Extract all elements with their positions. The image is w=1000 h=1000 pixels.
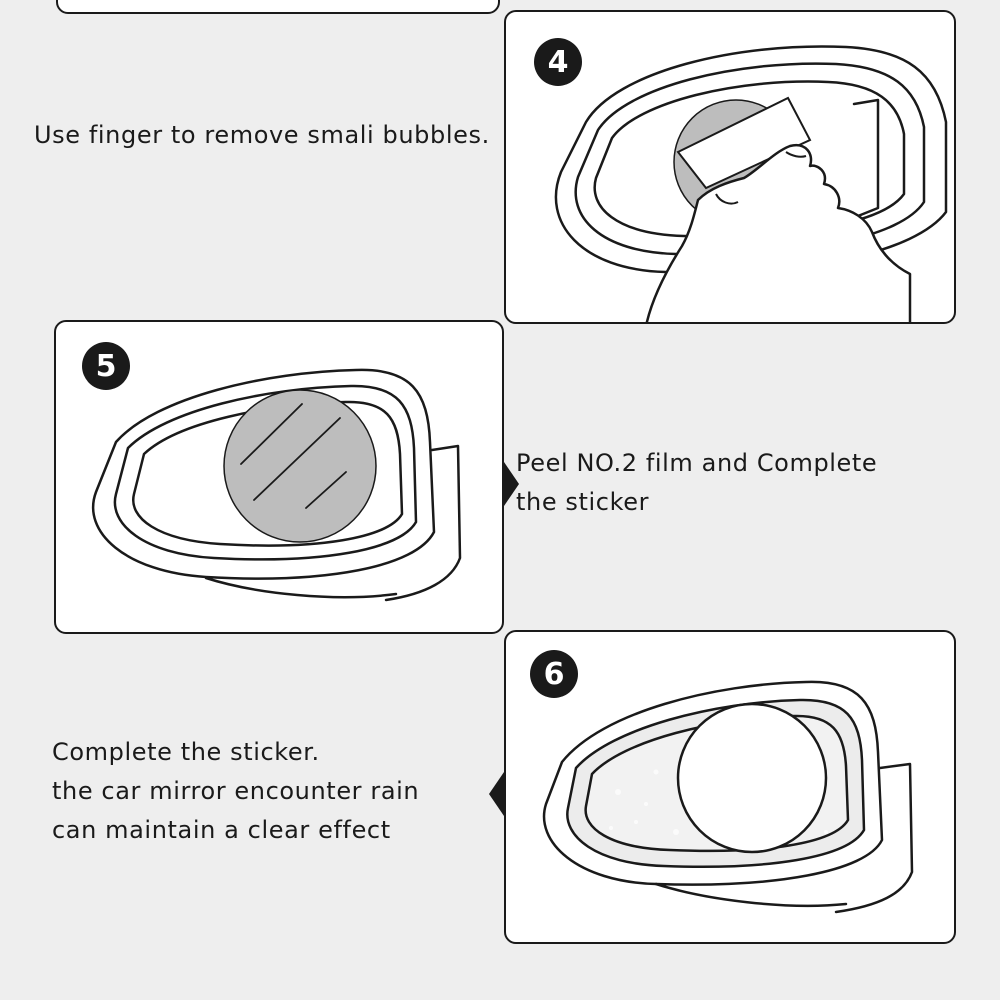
step-4-panel: 4 bbox=[504, 10, 956, 324]
step-5-illustration bbox=[91, 368, 462, 602]
caption-line: the car mirror encounter rain bbox=[52, 777, 420, 805]
step-6-badge: 6 bbox=[530, 650, 578, 698]
mirror-housing-outer bbox=[554, 45, 948, 274]
step-6-pointer bbox=[489, 772, 504, 816]
clear-circle bbox=[676, 702, 828, 854]
caption-line: Peel NO.2 film and Complete bbox=[516, 449, 878, 477]
step-6-illustration bbox=[542, 680, 914, 914]
step-4-badge: 4 bbox=[534, 38, 582, 86]
step-6-panel: 6 bbox=[504, 630, 956, 944]
hand-icon bbox=[645, 143, 912, 322]
film-circle bbox=[223, 389, 377, 543]
step-5-caption: Peel NO.2 film and Complete the sticker bbox=[516, 444, 877, 522]
mirror-glass-outer bbox=[574, 62, 926, 256]
mirror-housing-outer bbox=[91, 368, 436, 580]
previous-step-panel bbox=[56, 0, 500, 14]
mirror-arm bbox=[852, 98, 880, 218]
mirror-housing-outer bbox=[542, 680, 884, 886]
mirror-arm bbox=[834, 762, 914, 914]
step-5-badge: 5 bbox=[82, 342, 130, 390]
step-6-caption: Complete the sticker. the car mirror enc… bbox=[52, 733, 419, 850]
mirror-glass-outer bbox=[113, 384, 418, 561]
step-4-illustration bbox=[554, 45, 948, 322]
step-4-caption: Use finger to remove smali bubbles. bbox=[34, 116, 490, 155]
caption-line: Use finger to remove smali bubbles. bbox=[34, 121, 490, 149]
caption-line: the sticker bbox=[516, 488, 650, 516]
mirror-glass-inner bbox=[593, 80, 906, 238]
caption-line: Complete the sticker. bbox=[52, 738, 320, 766]
step-5-panel: 5 bbox=[54, 320, 504, 634]
step-5-pointer bbox=[504, 462, 519, 506]
caption-line: can maintain a clear effect bbox=[52, 816, 391, 844]
peeled-film bbox=[676, 96, 812, 190]
mirror-arm bbox=[384, 444, 462, 602]
